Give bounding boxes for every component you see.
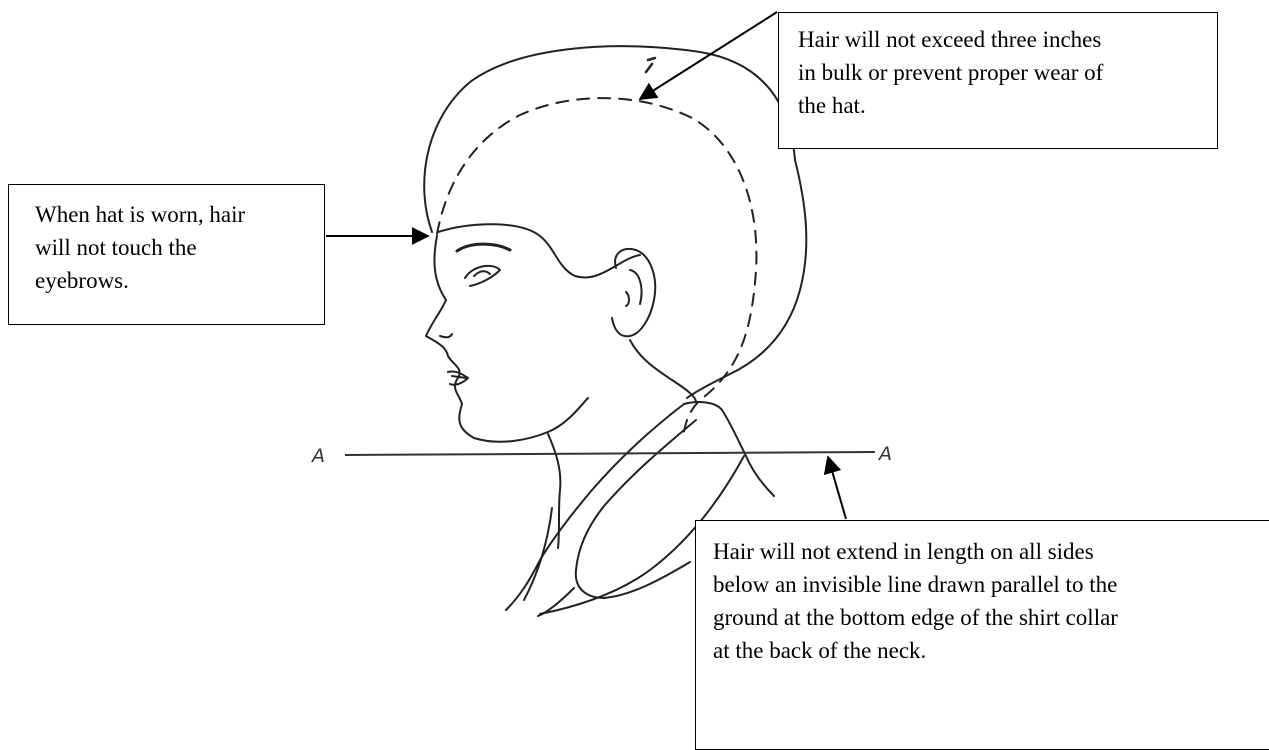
arrow-bottom	[828, 457, 846, 519]
callout-hair-bulk-line-1: Hair will not exceed three inches	[798, 23, 1217, 56]
callout-eyebrows-line-2: will not touch the	[35, 231, 324, 264]
neck-back	[630, 340, 696, 402]
callout-eyebrows-line-3: eyebrows.	[35, 264, 324, 297]
line-label-right: A	[877, 443, 892, 465]
eye	[465, 266, 500, 286]
line-a-a	[345, 452, 875, 455]
callout-collar-length: Hair will not extend in length on all si…	[695, 520, 1269, 750]
hair-outline	[424, 46, 806, 398]
arrow-top	[640, 12, 777, 99]
eyebrow	[457, 244, 510, 251]
callout-collar-length-line-2: below an invisible line drawn parallel t…	[713, 568, 1269, 601]
callout-hair-bulk-line-3: the hat.	[798, 89, 1217, 122]
callout-hair-bulk-line-2: in bulk or prevent proper wear of	[798, 56, 1217, 89]
line-a-group: A A	[310, 443, 892, 467]
callout-collar-length-line-3: ground at the bottom edge of the shirt c…	[713, 601, 1269, 634]
callout-collar-length-line-4: at the back of the neck.	[713, 634, 1269, 667]
callout-collar-length-line-1: Hair will not extend in length on all si…	[713, 535, 1269, 568]
callout-eyebrows-line-1: When hat is worn, hair	[35, 198, 324, 231]
ear	[612, 249, 655, 336]
line-label-left: A	[310, 445, 325, 467]
nostril	[440, 334, 452, 337]
collar-front	[540, 404, 684, 560]
ear-inner	[626, 270, 642, 306]
eye-lash	[474, 271, 490, 276]
callout-eyebrows: When hat is worn, hair will not touch th…	[8, 184, 325, 325]
hairline	[438, 224, 640, 277]
callout-hair-bulk: Hair will not exceed three inches in bul…	[778, 12, 1218, 149]
jacket-lapel	[576, 420, 696, 598]
